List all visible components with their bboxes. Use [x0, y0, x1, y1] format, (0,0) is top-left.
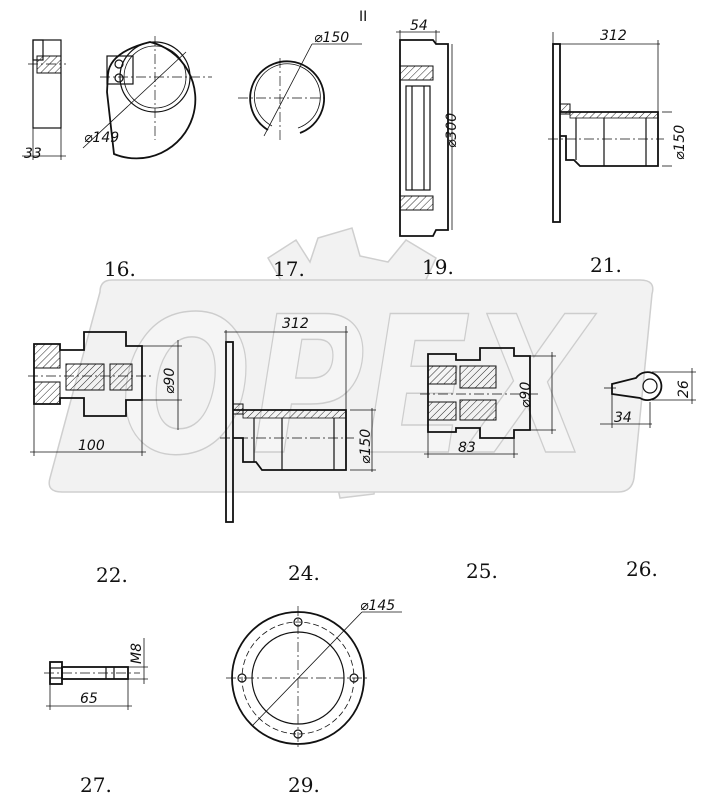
- part-17-diameter-dim: ⌀150: [314, 30, 349, 46]
- part-25-number: 25.: [466, 559, 498, 583]
- part-16-number: 16.: [104, 257, 136, 281]
- part-16-diameter-dim: ⌀149: [84, 130, 119, 146]
- part-27-number: 27.: [80, 773, 112, 797]
- part-19-number: 19.: [422, 255, 454, 279]
- part-22-drawing: [28, 331, 182, 456]
- part-22-number: 22.: [96, 563, 128, 587]
- part-21-drawing: [548, 32, 672, 223]
- part-27-length-dim: 65: [80, 691, 98, 707]
- part-26-drawing: [600, 368, 696, 428]
- part-29-drawing: [226, 606, 402, 750]
- part-24-diameter-dim: ⌀150: [358, 429, 374, 464]
- part-21-diameter-dim: ⌀150: [672, 125, 688, 160]
- sheet-marker: II: [359, 9, 367, 25]
- part-25-diameter-dim: ⌀90: [518, 382, 534, 408]
- part-24-number: 24.: [288, 561, 320, 585]
- watermark-logo: OPEX: [48, 227, 654, 499]
- watermark-text: OPEX: [120, 276, 597, 497]
- part-25-length-dim: 83: [458, 440, 476, 456]
- part-29-number: 29.: [288, 773, 320, 797]
- part-17-drawing: [238, 43, 362, 140]
- part-24-length-dim: 312: [282, 316, 309, 332]
- part-25-drawing: [420, 347, 556, 458]
- part-16-width-dim: 33: [24, 146, 42, 162]
- part-22-length-dim: 100: [78, 438, 105, 454]
- part-19-width-dim: 54: [410, 18, 428, 34]
- part-24-drawing: [220, 326, 376, 523]
- part-26-number: 26.: [626, 557, 658, 581]
- part-27-drawing: [44, 638, 148, 710]
- part-21-length-dim: 312: [600, 28, 627, 44]
- part-17-number: 17.: [273, 257, 305, 281]
- part-16-drawing: [22, 36, 212, 160]
- part-27-thread-dim: M8: [129, 643, 145, 664]
- part-19-diameter-dim: ⌀300: [444, 113, 460, 148]
- part-22-diameter-dim: ⌀90: [162, 368, 178, 394]
- watermark-band: [48, 279, 654, 493]
- part-29-diameter-dim: ⌀145: [360, 598, 395, 614]
- part-21-number: 21.: [590, 253, 622, 277]
- part-19-drawing: [396, 30, 453, 237]
- part-26-length-dim: 34: [614, 410, 632, 426]
- part-26-height-dim: 26: [676, 380, 692, 398]
